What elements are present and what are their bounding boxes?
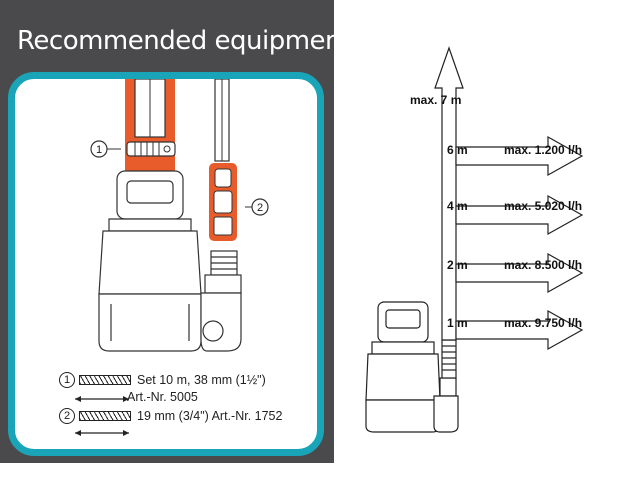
flow-arrow-1m bbox=[455, 309, 584, 351]
flow-arrow-6m bbox=[455, 135, 584, 177]
callout-1-circle bbox=[90, 140, 108, 158]
equipment-card: 1 2 bbox=[8, 72, 324, 456]
pump-icon bbox=[365, 301, 459, 433]
legend-item-2-number: 2 bbox=[59, 408, 75, 424]
flow-label-1m: max. 9.750 l/h bbox=[504, 316, 583, 330]
legend-item-1-art-nr: Art.-Nr. 5005 bbox=[127, 390, 198, 404]
legend-item-1-text: Set 10 m, 38 mm (1½") bbox=[137, 373, 266, 387]
flow-label-4m: max. 5.020 l/h bbox=[504, 199, 583, 213]
flow-label-6m: max. 1.200 l/h bbox=[504, 143, 583, 157]
height-label-6m: 6 m bbox=[447, 143, 468, 157]
legend-item-1-number: 1 bbox=[59, 372, 75, 388]
legend-item-2-text: 19 mm (3/4") Art.-Nr. 1752 bbox=[137, 409, 283, 423]
double-arrow-icon bbox=[75, 396, 129, 402]
pump-drawing bbox=[98, 170, 242, 352]
hose-hatch-icon bbox=[79, 375, 131, 385]
callout-1-number: 1 bbox=[96, 144, 102, 156]
flow-arrow-2m bbox=[455, 252, 584, 294]
height-label-4m: 4 m bbox=[447, 199, 468, 213]
callout-2-circle bbox=[251, 198, 269, 216]
height-label-2m: 2 m bbox=[447, 258, 468, 272]
legend-item-1: 1 Set 10 m, 38 mm (1½") bbox=[59, 371, 266, 389]
hose-hatch-icon bbox=[79, 411, 131, 421]
panel-title: Recommended equipment: bbox=[17, 26, 359, 56]
flow-arrow-4m bbox=[455, 194, 584, 236]
callout-2-number: 2 bbox=[257, 202, 263, 214]
flow-label-2m: max. 8.500 l/h bbox=[504, 258, 583, 272]
max-height-arrow bbox=[434, 46, 464, 341]
max-height-label: max. 7 m bbox=[410, 93, 462, 107]
recommended-equipment-panel: Recommended equipment: 1 bbox=[0, 0, 334, 463]
height-label-1m: 1 m bbox=[447, 316, 468, 330]
hose-clamp bbox=[126, 141, 176, 157]
double-arrow-icon bbox=[75, 430, 129, 436]
head-flow-diagram bbox=[365, 46, 584, 433]
legend-item-2: 2 19 mm (3/4") Art.-Nr. 1752 bbox=[59, 407, 282, 425]
equipment-illustration: 1 2 bbox=[90, 79, 269, 352]
